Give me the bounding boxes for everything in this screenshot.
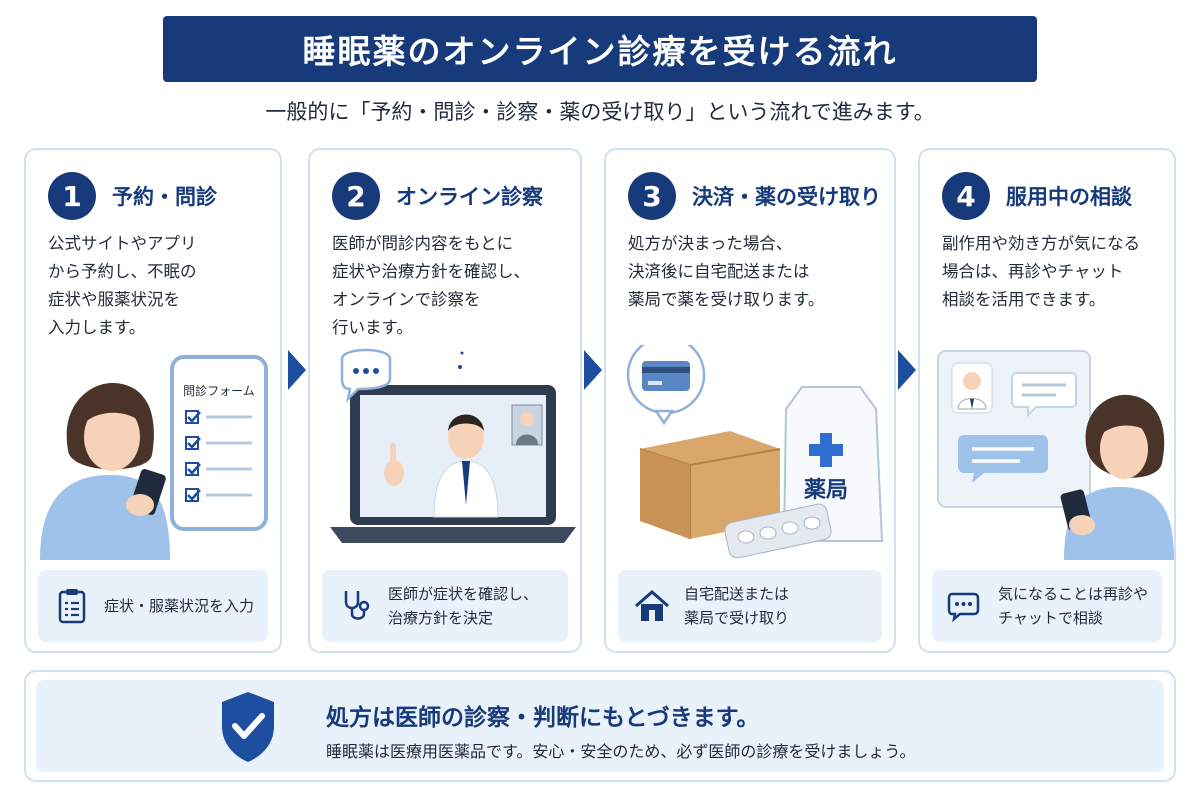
laptop-doctor-illustration: [330, 348, 576, 543]
step-number-badge: 1: [48, 172, 96, 220]
notice-text: 睡眠薬は医療用医薬品です。安心・安全のため、必ず医師の診療を受けましょう。: [326, 742, 916, 761]
step-title: オンライン診察: [396, 185, 543, 209]
step-description: 医師が問診内容をもとに 症状や治療方針を確認し、 オンラインで診察を 行います。: [332, 234, 530, 337]
step-card-4: 4 服用中の相談 副作用や効き方が気になる 場合は、再診やチャット 相談を活用で…: [918, 148, 1176, 653]
step-header-1: 1 予約・問診: [48, 172, 217, 220]
page-title: 睡眠薬のオンライン診療を受ける流れ: [163, 16, 1037, 82]
package-and-pharmacy-bag-illustration: 薬局: [626, 345, 884, 559]
woman-chatting-with-doctor-illustration: [937, 350, 1174, 560]
step-arrow-1: [288, 350, 306, 390]
page-subtitle: 一般的に「予約・問診・診察・薬の受け取り」という流れで進みます。: [265, 100, 935, 124]
notice-title: 処方は医師の診察・判断にもとづきます。: [326, 705, 760, 731]
step-note: 症状・服薬状況を入力: [38, 570, 268, 642]
step-note: 医師が症状を確認し、 治療方針を決定: [322, 570, 568, 642]
step-title: 決済・薬の受け取り: [692, 185, 881, 209]
chat-bubbles-icon: [947, 592, 980, 623]
shield-check-icon: [222, 692, 274, 762]
step-header-4: 4 服用中の相談: [942, 172, 1132, 220]
step-number-badge: 3: [628, 172, 676, 220]
step-title: 服用中の相談: [1006, 185, 1132, 209]
step-note: 自宅配送または 薬局で受け取り: [618, 570, 882, 642]
step-title: 予約・問診: [112, 185, 217, 209]
step-description: 公式サイトやアプリ から予約し、不眠の 症状や服薬状況を 入力します。: [48, 234, 197, 337]
step-description: 処方が決まった場合、 決済後に自宅配送または 薬局で薬を受け取ります。: [628, 234, 825, 309]
step-number-badge: 2: [332, 172, 380, 220]
woman-with-questionnaire-illustration: 問診フォーム: [40, 355, 268, 560]
step-card-1: 1 予約・問診 公式サイトやアプリ から予約し、不眠の 症状や服薬状況を 入力し…: [24, 148, 282, 653]
step-description: 副作用や効き方が気になる 場合は、再診やチャット 相談を活用できます。: [942, 234, 1140, 309]
step-note: 気になることは再診や チャットで相談: [932, 570, 1162, 642]
house-icon: [635, 590, 669, 621]
prescription-notice: 処方は医師の診察・判断にもとづきます。 睡眠薬は医療用医薬品です。安心・安全のた…: [24, 670, 1176, 782]
step-arrow-2: [584, 350, 602, 390]
step-number-badge: 4: [942, 172, 990, 220]
step-card-2: 2 オンライン診察 医師が問診内容をもとに 症状や治療方針を確認し、 オンライン…: [308, 148, 582, 653]
stethoscope-icon: [344, 591, 370, 620]
step-header-2: 2 オンライン診察: [332, 172, 543, 220]
step-card-3: 3 決済・薬の受け取り 処方が決まった場合、 決済後に自宅配送または 薬局で薬を…: [604, 148, 896, 653]
form-label: 問診フォーム: [183, 383, 255, 398]
pharmacy-label: 薬局: [804, 478, 848, 503]
clipboard-icon: [58, 589, 86, 624]
step-header-3: 3 決済・薬の受け取り: [628, 172, 881, 220]
step-arrow-3: [898, 350, 916, 390]
